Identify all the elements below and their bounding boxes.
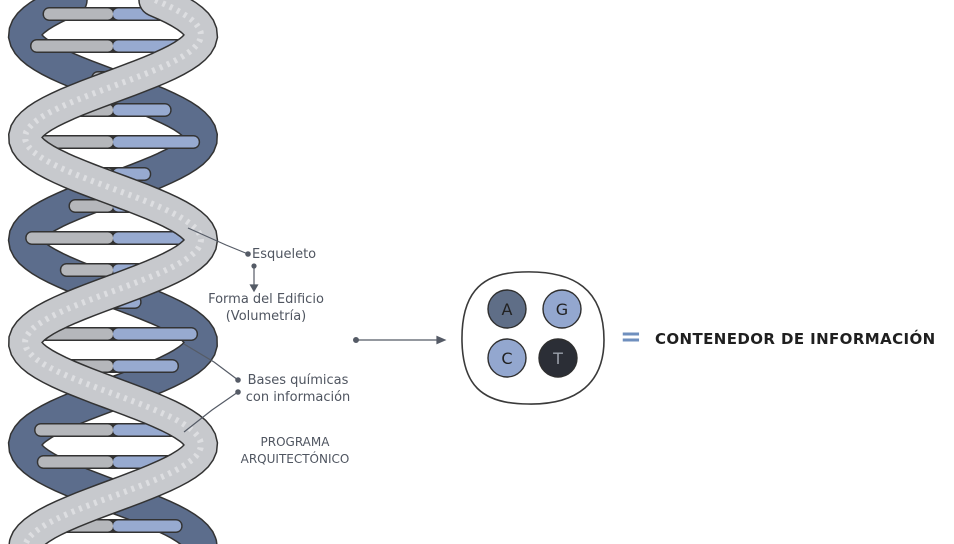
label-programa-line1: PROGRAMA [260,435,330,449]
equals-sign: = [620,322,642,352]
base-letter-c: C [501,349,512,368]
chemical-bases: A G C T [487,289,582,378]
leader-lines [183,227,447,433]
label-forma-del-edificio: Forma del Edificio (Volumetría) [208,291,324,325]
arrow-head-right [436,335,447,345]
base-pair-right [113,328,197,340]
label-esqueleto: Esqueleto [252,247,317,262]
base-pair-right [113,520,182,532]
leader-dot-bases [235,377,241,383]
label-bases-line2: con información [245,390,351,405]
strand-light-texture [22,0,205,544]
base-pair-right [113,136,199,148]
label-programa-line2: ARQUITECTÓNICO [240,452,350,466]
dna-double-helix-illustration [7,0,219,544]
leader-line-bases [183,343,239,381]
container-outline [461,271,605,405]
leader-line-programa [183,391,239,433]
arrow-head-down [249,284,259,293]
base-letter-a: A [502,300,513,319]
label-bases-quimicas: Bases químicas con información [238,372,358,406]
base-circle-a [487,289,527,329]
base-circle-g [542,289,582,329]
base-circle-t [538,338,578,378]
base-pair-right [113,104,171,116]
arrow-dot [251,263,257,269]
base-pair-left [35,424,114,436]
base-pair-left [38,456,113,468]
arrow-start-dot [353,337,360,344]
label-programa-arquitectonico: PROGRAMA ARQUITECTÓNICO [236,434,354,468]
base-pair-left [69,200,113,212]
label-forma-line2: (Volumetría) [225,309,307,324]
base-pair-left [26,232,113,244]
leader-line-esqueleto [187,227,249,255]
label-bases-line1: Bases químicas [247,373,349,388]
label-forma-line1: Forma del Edificio [208,292,324,307]
base-pair-right [113,360,178,372]
base-pair-left [61,264,113,276]
base-pair-left [44,8,114,20]
information-container: A G C T [461,271,605,405]
base-circle-c [487,338,527,378]
leader-dot-programa [235,389,241,395]
base-letter-t: T [552,349,563,368]
base-pair-left [31,40,113,52]
base-letter-g: G [556,300,568,319]
leader-dot-esqueleto [245,251,251,257]
result-title: CONTENEDOR DE INFORMACIÓN [655,330,936,348]
